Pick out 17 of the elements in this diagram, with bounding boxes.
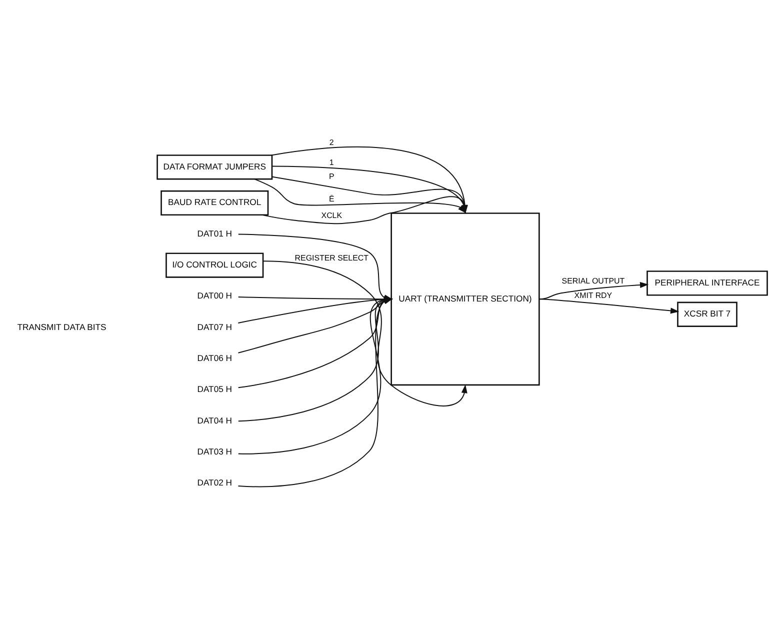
node-text: DAT05 H — [197, 384, 232, 394]
node-text: DAT06 H — [197, 353, 232, 364]
node-box: UART (TRANSMITTER SECTION) — [390, 212, 540, 386]
node-box: PERIPHERAL INTERFACE — [646, 270, 768, 296]
node-text: DAT03 H — [197, 446, 232, 457]
node-text: DAT04 H — [197, 415, 232, 426]
arrow — [538, 298, 680, 314]
node-box: DATA FORMAT JUMPERS — [156, 154, 273, 180]
arrow — [262, 260, 468, 406]
node-box: BAUD RATE CONTROL — [160, 190, 269, 216]
node-box: XCSR BIT 7 — [677, 302, 738, 327]
node-text: DAT07 H — [197, 322, 232, 332]
node-text: DAT00 H — [197, 290, 232, 301]
node-text: DAT01 H — [197, 228, 232, 238]
label: TRANSMIT DATA BITS — [17, 322, 106, 332]
node-text: DAT02 H — [197, 478, 232, 488]
node-box: I/O CONTROL LOGIC — [166, 252, 264, 278]
